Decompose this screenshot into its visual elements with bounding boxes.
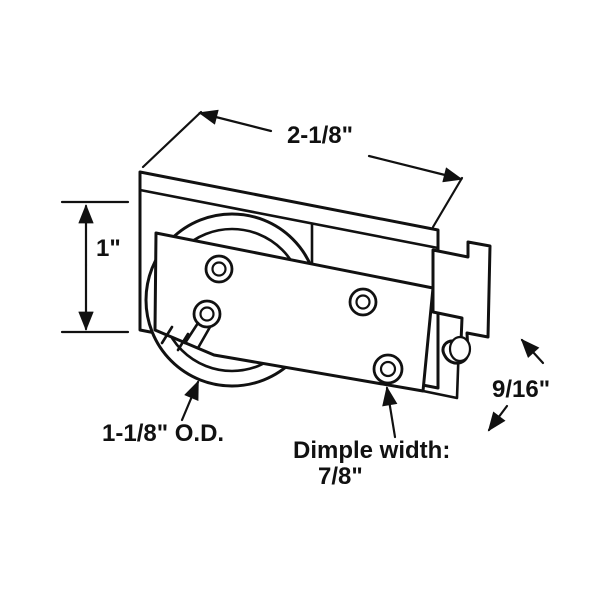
notch-hatch-1 bbox=[160, 325, 174, 345]
arrow-roller-od bbox=[180, 380, 200, 422]
rivet-2-slot-line-2 bbox=[196, 325, 212, 350]
dim-line-top-right bbox=[367, 154, 463, 183]
dim-top-width-label: 2-1/8" bbox=[287, 122, 353, 149]
rivet-2-slot-line-1 bbox=[183, 321, 200, 345]
ext-line-top-left bbox=[141, 110, 203, 169]
dimension-annotations: 2-1/8" 1" 9/16" 1-1/8" O.D. Dimple width… bbox=[60, 109, 550, 490]
dim-line-top-left bbox=[198, 109, 273, 133]
dim-left-height-label: 1" bbox=[96, 235, 121, 262]
roller-od-label: 1-1/8" O.D. bbox=[102, 420, 224, 447]
notch-hatch-2 bbox=[176, 332, 190, 352]
dim-right-depth-label: 9/16" bbox=[492, 376, 550, 403]
part-drawing bbox=[138, 170, 492, 400]
rivet-1-inner bbox=[211, 261, 227, 277]
arrow-dimple-width bbox=[382, 386, 398, 439]
arrow-depth-bottom bbox=[487, 404, 509, 432]
top-face-edge bbox=[138, 188, 440, 250]
arrow-depth-top bbox=[520, 338, 545, 365]
rivet-2-inner bbox=[199, 306, 215, 322]
dimple-width-caption: Dimple width: bbox=[293, 437, 450, 464]
dimple-inner bbox=[379, 360, 397, 378]
tab-dimple bbox=[448, 335, 472, 363]
rivet-3-inner bbox=[355, 294, 371, 310]
dimple-width-value: 7/8" bbox=[318, 463, 363, 490]
ext-line-top-right bbox=[431, 176, 464, 229]
